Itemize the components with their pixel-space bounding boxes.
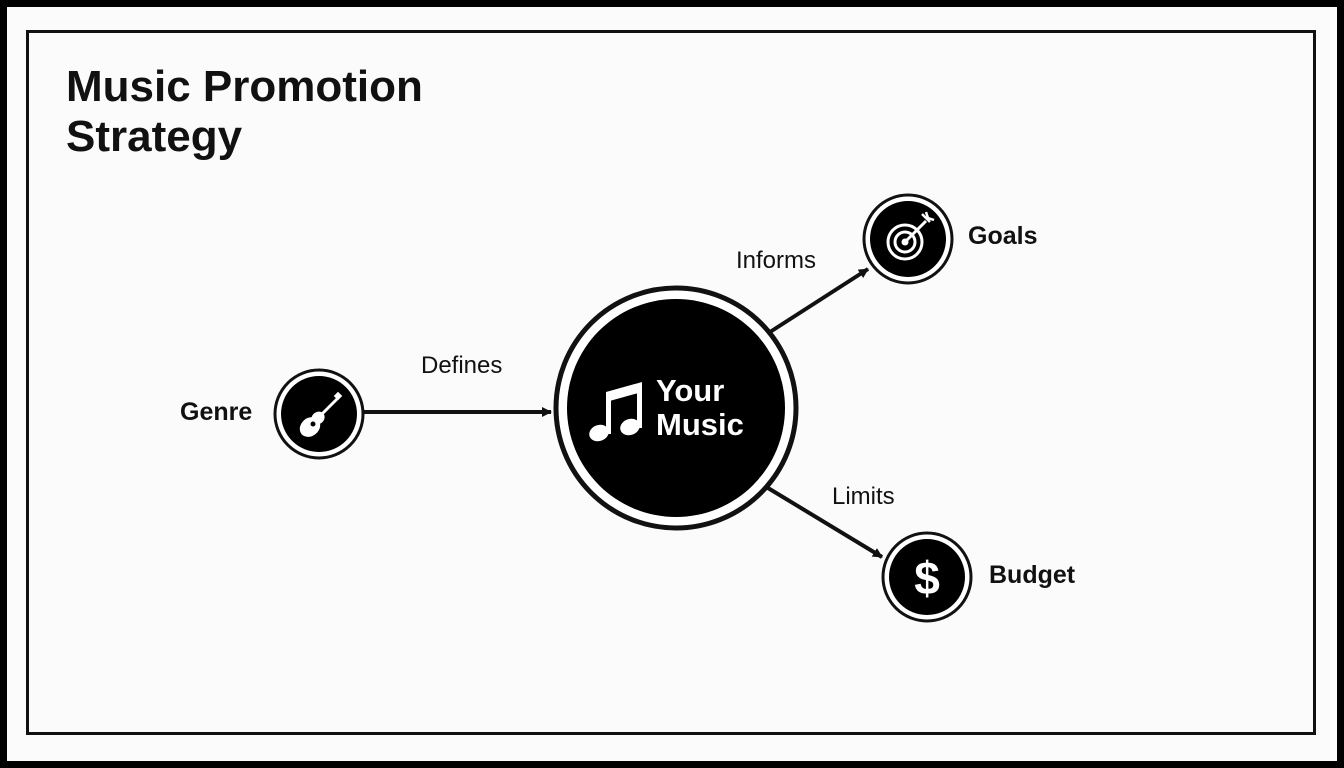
defines-label: Defines [421, 352, 503, 379]
budget-label: Budget [989, 561, 1076, 589]
node-genre [273, 368, 365, 460]
genre-label: Genre [180, 398, 253, 426]
your-music-label: Your Music [656, 374, 744, 442]
limits-label: Limits [832, 483, 895, 510]
dollar-icon: $ [914, 552, 940, 604]
informs-label: Informs [736, 247, 817, 274]
edge-music-to-goals [768, 267, 870, 334]
node-budget: $ [881, 531, 973, 623]
diagram-title: Music Promotion Strategy [66, 62, 423, 161]
target-icon [886, 211, 935, 261]
node-goals [862, 193, 954, 285]
your-music-label-line1: Your [656, 373, 725, 408]
guitar-icon [299, 391, 343, 437]
node-your-music [553, 285, 799, 531]
music-note-icon [589, 382, 642, 442]
goals-label: Goals [968, 222, 1038, 250]
your-music-label-line2: Music [656, 407, 744, 442]
edge-music-to-budget [766, 486, 884, 559]
diagram-frame [26, 30, 1316, 735]
